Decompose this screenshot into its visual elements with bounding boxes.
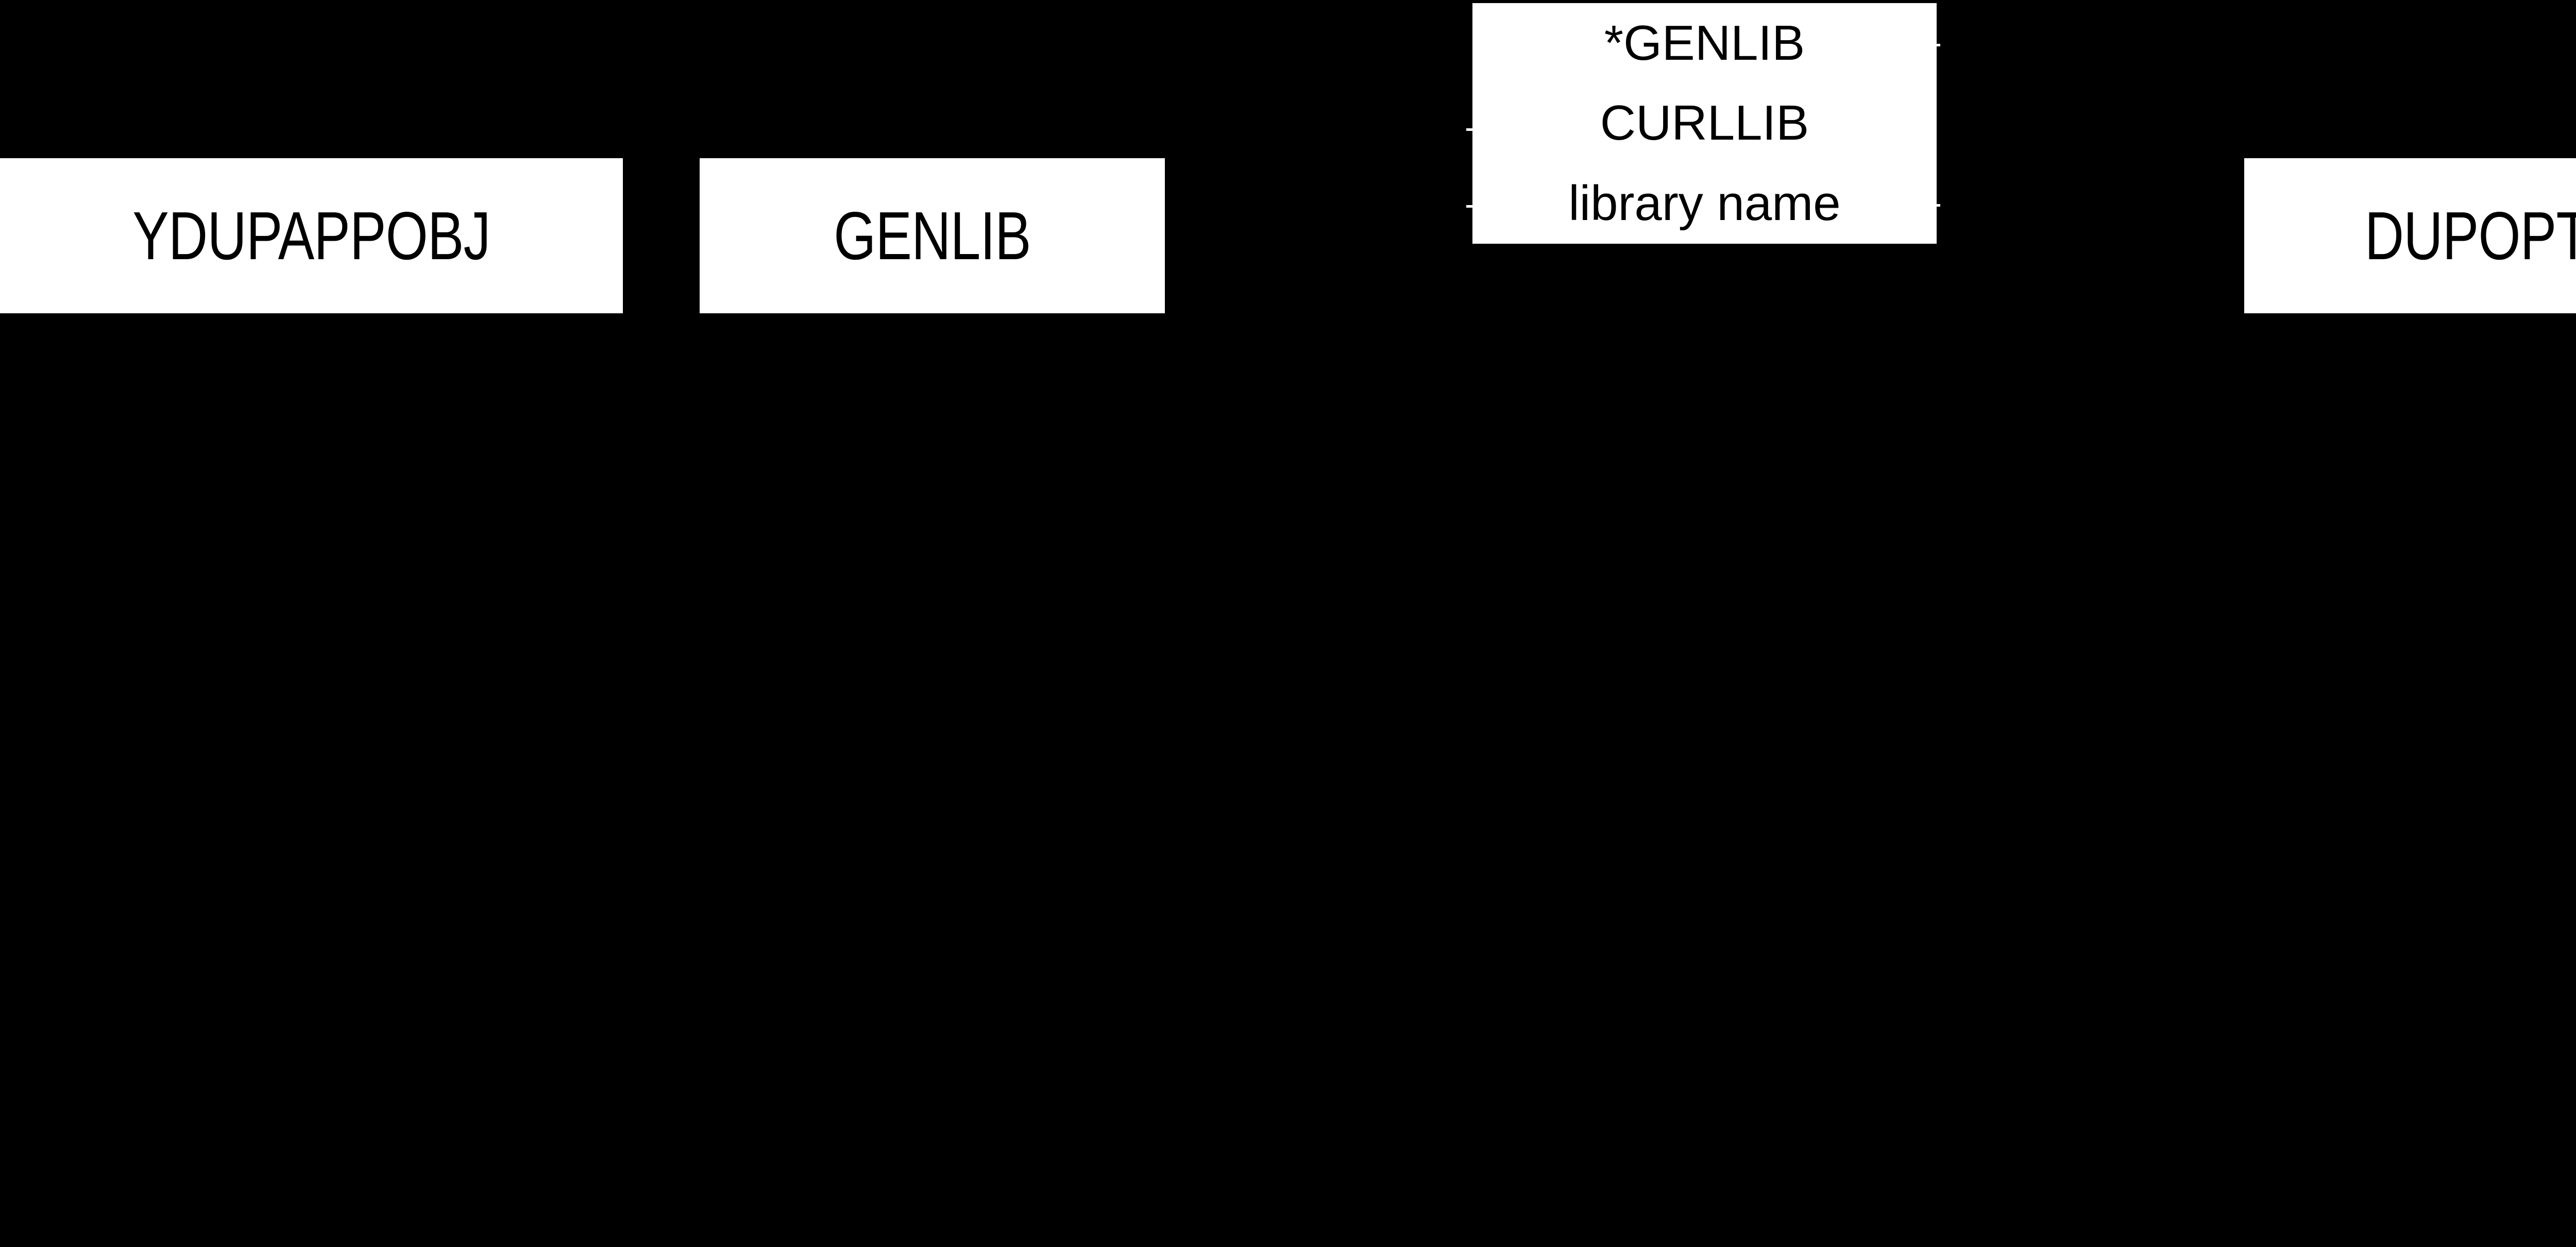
genlib-value-option: CURLLIB	[1600, 95, 1809, 151]
connector-stub	[1466, 128, 1473, 131]
command-name-box: YDUPAPPOBJ	[0, 158, 623, 313]
command-name-label: YDUPAPPOBJ	[132, 197, 490, 274]
genlib-value-option: library name	[1568, 176, 1841, 231]
connector-stub	[1933, 204, 1940, 207]
dupopt-keyword-box: DUPOPT	[2244, 158, 2576, 313]
genlib-keyword-label: GENLIB	[834, 197, 1031, 274]
connector-stub	[1466, 205, 1473, 208]
genlib-value-option: *GENLIB	[1604, 15, 1805, 71]
genlib-keyword-box: GENLIB	[700, 158, 1165, 313]
genlib-values-box: *GENLIB CURLLIB library name	[1472, 3, 1937, 244]
dupopt-keyword-label: DUPOPT	[2364, 197, 2576, 274]
connector-stub	[1933, 44, 1940, 46]
